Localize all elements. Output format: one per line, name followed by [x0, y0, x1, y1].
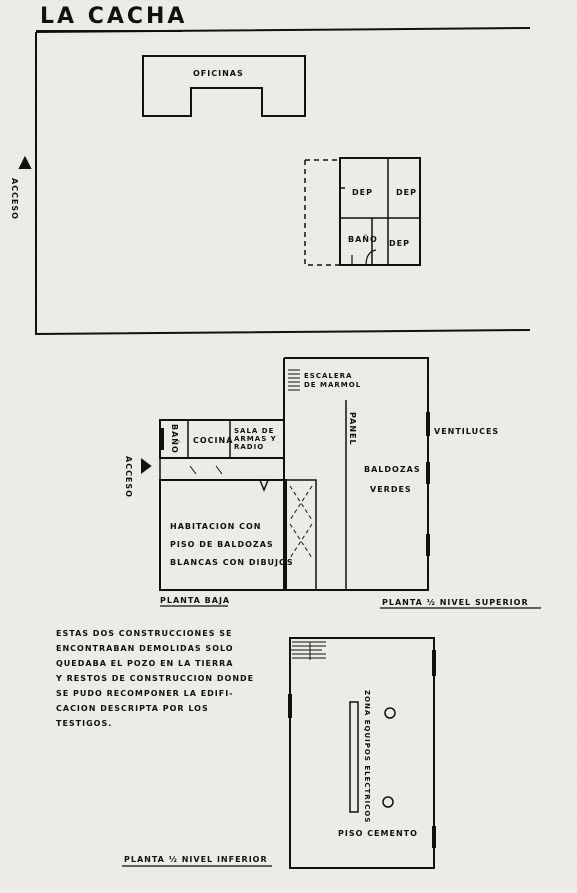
panel-label: PANEL	[348, 412, 357, 446]
ground-bath-label: BAÑO	[170, 424, 179, 454]
lower-floor-caption: PLANTA ½ NIVEL INFERIOR	[124, 855, 268, 864]
ground-floor-caption: PLANTA BAJA	[160, 596, 231, 605]
offices-building	[142, 55, 306, 117]
lower-floor-label: PISO CEMENTO	[338, 829, 418, 838]
dep-2-label: DEP	[396, 188, 417, 197]
offices-label: OFICINAS	[193, 69, 244, 78]
upper-floor-label: BALDOZAS VERDES	[364, 465, 421, 494]
demolition-note: ESTAS DOS CONSTRUCCIONES SE ENCONTRABAN …	[56, 629, 255, 728]
ground-access-label: ACCESO	[124, 456, 133, 498]
site-boundary	[35, 27, 531, 336]
ground-access-arrow	[141, 458, 152, 474]
skylight-label: VENTILUCES	[434, 427, 500, 436]
upper-floor-caption: PLANTA ½ NIVEL SUPERIOR	[382, 598, 529, 607]
dep-1-label: DEP	[352, 188, 373, 197]
site-access-label: ACCESO	[10, 178, 19, 220]
site-access-arrow	[18, 155, 32, 169]
kitchen-label: COCINA	[193, 436, 234, 445]
skylight-marks	[160, 412, 430, 556]
bedroom-label: HABITACION CON PISO DE BALDOZAS BLANCAS …	[170, 522, 294, 567]
page-title: LA CACHA	[40, 4, 188, 29]
dep-3-label: DEP	[389, 239, 410, 248]
stair-label: ESCALERA DE MARMOL	[304, 372, 362, 389]
arms-room-label: SALA DE ARMAS Y RADIO	[234, 427, 277, 451]
lower-building	[288, 637, 436, 869]
equipment-zone-label: ZONA EQUIPOS ELECTRICOS	[363, 690, 371, 824]
annex-building	[304, 157, 421, 266]
bath-label: BAÑO	[348, 235, 378, 244]
main-building	[159, 357, 429, 591]
upper-stair	[288, 369, 300, 391]
